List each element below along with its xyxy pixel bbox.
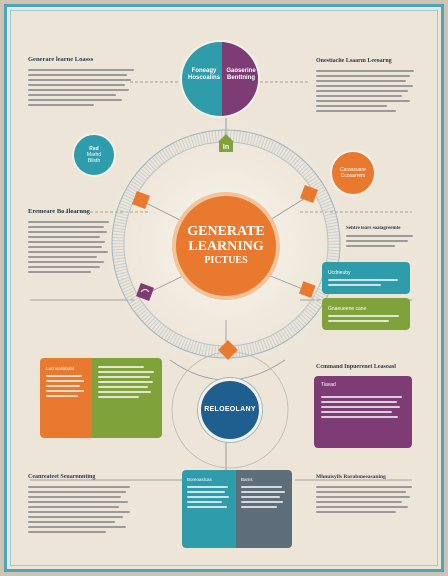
center-topic-circle: GENERATE LEARNING PICTUES (172, 192, 280, 300)
top-split-left-label: Foneagy Hoscoalins (188, 68, 221, 82)
purple-card-title: Tiavad (321, 382, 336, 388)
bottom-left-section: Ceanreateet Seuarnnnting (28, 474, 134, 536)
top-left-heading: Generare learne Loasss (28, 56, 94, 63)
top-badge-label: In (222, 144, 230, 151)
diamond-bottom-marker (218, 340, 238, 360)
orange-card: Lucnuallabdal (40, 358, 92, 438)
center-title-line1: GENERATE (187, 224, 265, 240)
center-title-line3: PICTUES (204, 254, 248, 266)
blue-circle-label: RELOEOLANY (204, 405, 256, 413)
outer-ring-border (111, 129, 341, 359)
orange-small-circle-line1: Carassuare (340, 167, 366, 173)
bottom-left-heading: Ceanreateet Seuarnnnting (28, 474, 96, 480)
bottom-teal-card-title: Boreoaslcas (187, 477, 212, 482)
teal-small-circle: Rsd Marhd Blisth (72, 133, 116, 177)
center-title-line2: LEARNING (188, 239, 264, 254)
green-card-title: Gnaeueene cane (328, 306, 367, 312)
mid-right-section: Sehtre lears soalagreemte (346, 226, 416, 250)
bottom-teal-card: Boreoaslcas (182, 470, 236, 548)
diamond-left-marker (132, 191, 150, 209)
green-card: Gnaeueene cane (322, 298, 410, 330)
top-split-circle-right-half (222, 42, 258, 116)
poster-inner-frame (10, 10, 438, 566)
top-right-section: Onestiaclie Lsaarm Leeoarng (316, 58, 418, 115)
outer-ring-hatch (112, 130, 340, 358)
mid-left-heading: Eremeare Bo Ilearnng (28, 208, 90, 215)
bottom-right2-section: Mhnuisylls Rorabmeeasaning (316, 474, 416, 516)
teal-small-circle-line1: Rsd (89, 146, 99, 152)
top-arrow-icon (218, 134, 234, 142)
diamond-purple-marker (136, 283, 154, 301)
top-right-heading: Onestiaclie Lsaarm Leeoarng (316, 58, 392, 64)
blue-circle: RELOEOLANY (198, 378, 262, 442)
top-split-right-label: Gaoserine Benttning (226, 68, 256, 82)
green-split-card (92, 358, 162, 438)
mid-right-heading: Sehtre lears soalagreemte (346, 226, 401, 231)
bottom-right-heading: Ccmmand Inpuerenet Leasoasl (316, 364, 396, 370)
teal-card: Ucdrieuby (322, 262, 410, 294)
teal-small-circle-line2: Marhd (86, 152, 102, 158)
diamond-lower-right-marker (298, 281, 316, 298)
teal-card-title: Ucdrieuby (328, 270, 351, 276)
top-left-section: Generare learne Loasss (28, 56, 138, 109)
teal-small-circle-line3: Blisth (87, 158, 101, 164)
spoke-lower-left (149, 274, 186, 293)
bottom-right2-heading: Mhnuisylls Rorabmeeasaning (316, 474, 386, 480)
top-badge-box (219, 141, 233, 152)
bottom-slate-card: Bams (236, 470, 292, 548)
bottom-slate-card-title: Bams (241, 477, 253, 482)
purple-card: Tiavad (314, 376, 412, 448)
mid-left-section: Eremeare Bo Ilearnng (28, 208, 112, 276)
orange-small-circle: Carassuare Ccosarrem (330, 150, 376, 196)
spoke-lower-right (267, 274, 306, 291)
orange-small-circle-line2: Ccosarrem (340, 173, 366, 179)
top-split-circle: Foneagy Hoscoalins Gaoserine Benttning (180, 40, 260, 118)
diamond-right-marker (300, 185, 318, 203)
diamond-purple-glyph (140, 289, 150, 293)
orange-card-title: Lucnuallabdal (46, 366, 74, 371)
